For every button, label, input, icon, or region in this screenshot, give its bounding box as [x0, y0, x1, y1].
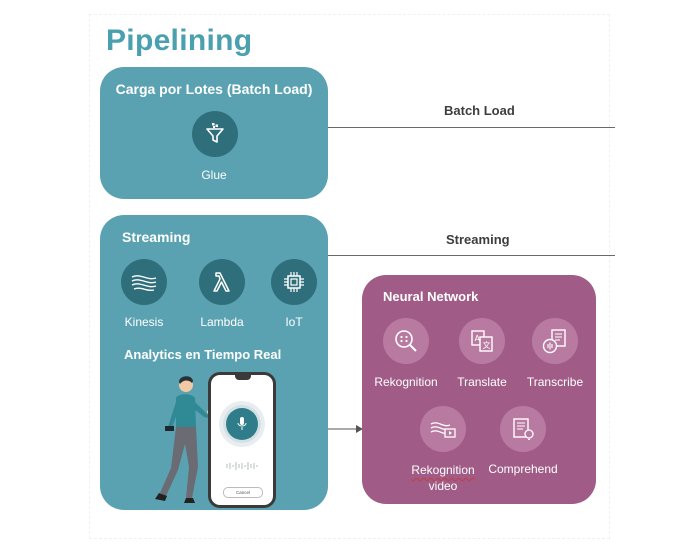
person-illustration: [155, 376, 213, 503]
comprehend-icon: [500, 406, 546, 452]
waveform-icon: [226, 462, 258, 470]
rekognition-video-label-line1: Rekognition: [411, 463, 475, 477]
batch-connector-label: Batch Load: [444, 103, 515, 118]
streaming-connector-label: Streaming: [446, 232, 510, 247]
comprehend-label: Comprehend: [488, 462, 558, 476]
cancel-button[interactable]: Cancel: [223, 487, 263, 498]
arrow-to-neural: [328, 425, 363, 433]
cancel-button-label: Cancel: [235, 490, 250, 495]
lambda-label: Lambda: [200, 315, 244, 329]
diagram-frame: [89, 14, 610, 539]
batch-load-card: Carga por Lotes (Batch Load) Glue: [100, 67, 328, 199]
glue-icon: [192, 111, 238, 157]
translate-label: Translate: [457, 375, 507, 389]
svg-text:文: 文: [483, 340, 491, 350]
iot-label: IoT: [285, 315, 303, 329]
rekognition-video-icon: [420, 406, 466, 452]
phone-mockup: Cancel: [208, 372, 276, 508]
streaming-card-title: Streaming: [122, 229, 191, 245]
glue-label: Glue: [201, 168, 227, 182]
kinesis-label: Kinesis: [124, 315, 164, 329]
svg-text:A: A: [475, 334, 481, 343]
kinesis-icon: [121, 259, 167, 305]
batch-connector-line: [328, 127, 615, 128]
lambda-icon: [199, 259, 245, 305]
rekognition-video-label-line2: video: [428, 479, 458, 493]
rekognition-label: Rekognition: [374, 375, 438, 389]
iot-icon: [271, 259, 317, 305]
rekognition-video-label: Rekognition video: [398, 462, 488, 494]
transcribe-icon: [532, 318, 578, 364]
batch-card-title: Carga por Lotes (Batch Load): [115, 81, 313, 97]
neural-network-card: Neural Network A 文 Rekognition Translate…: [362, 275, 596, 504]
microphone-icon[interactable]: [226, 408, 258, 440]
translate-icon: A 文: [459, 318, 505, 364]
streaming-card: Streaming Kinesis Lambda IoT Analytics e…: [100, 215, 328, 510]
streaming-connector-line: [328, 255, 615, 256]
neural-card-title: Neural Network: [383, 289, 479, 304]
rekognition-icon: [383, 318, 429, 364]
analytics-title: Analytics en Tiempo Real: [124, 347, 282, 362]
transcribe-label: Transcribe: [526, 375, 584, 389]
page-title: Pipelining: [106, 24, 253, 57]
